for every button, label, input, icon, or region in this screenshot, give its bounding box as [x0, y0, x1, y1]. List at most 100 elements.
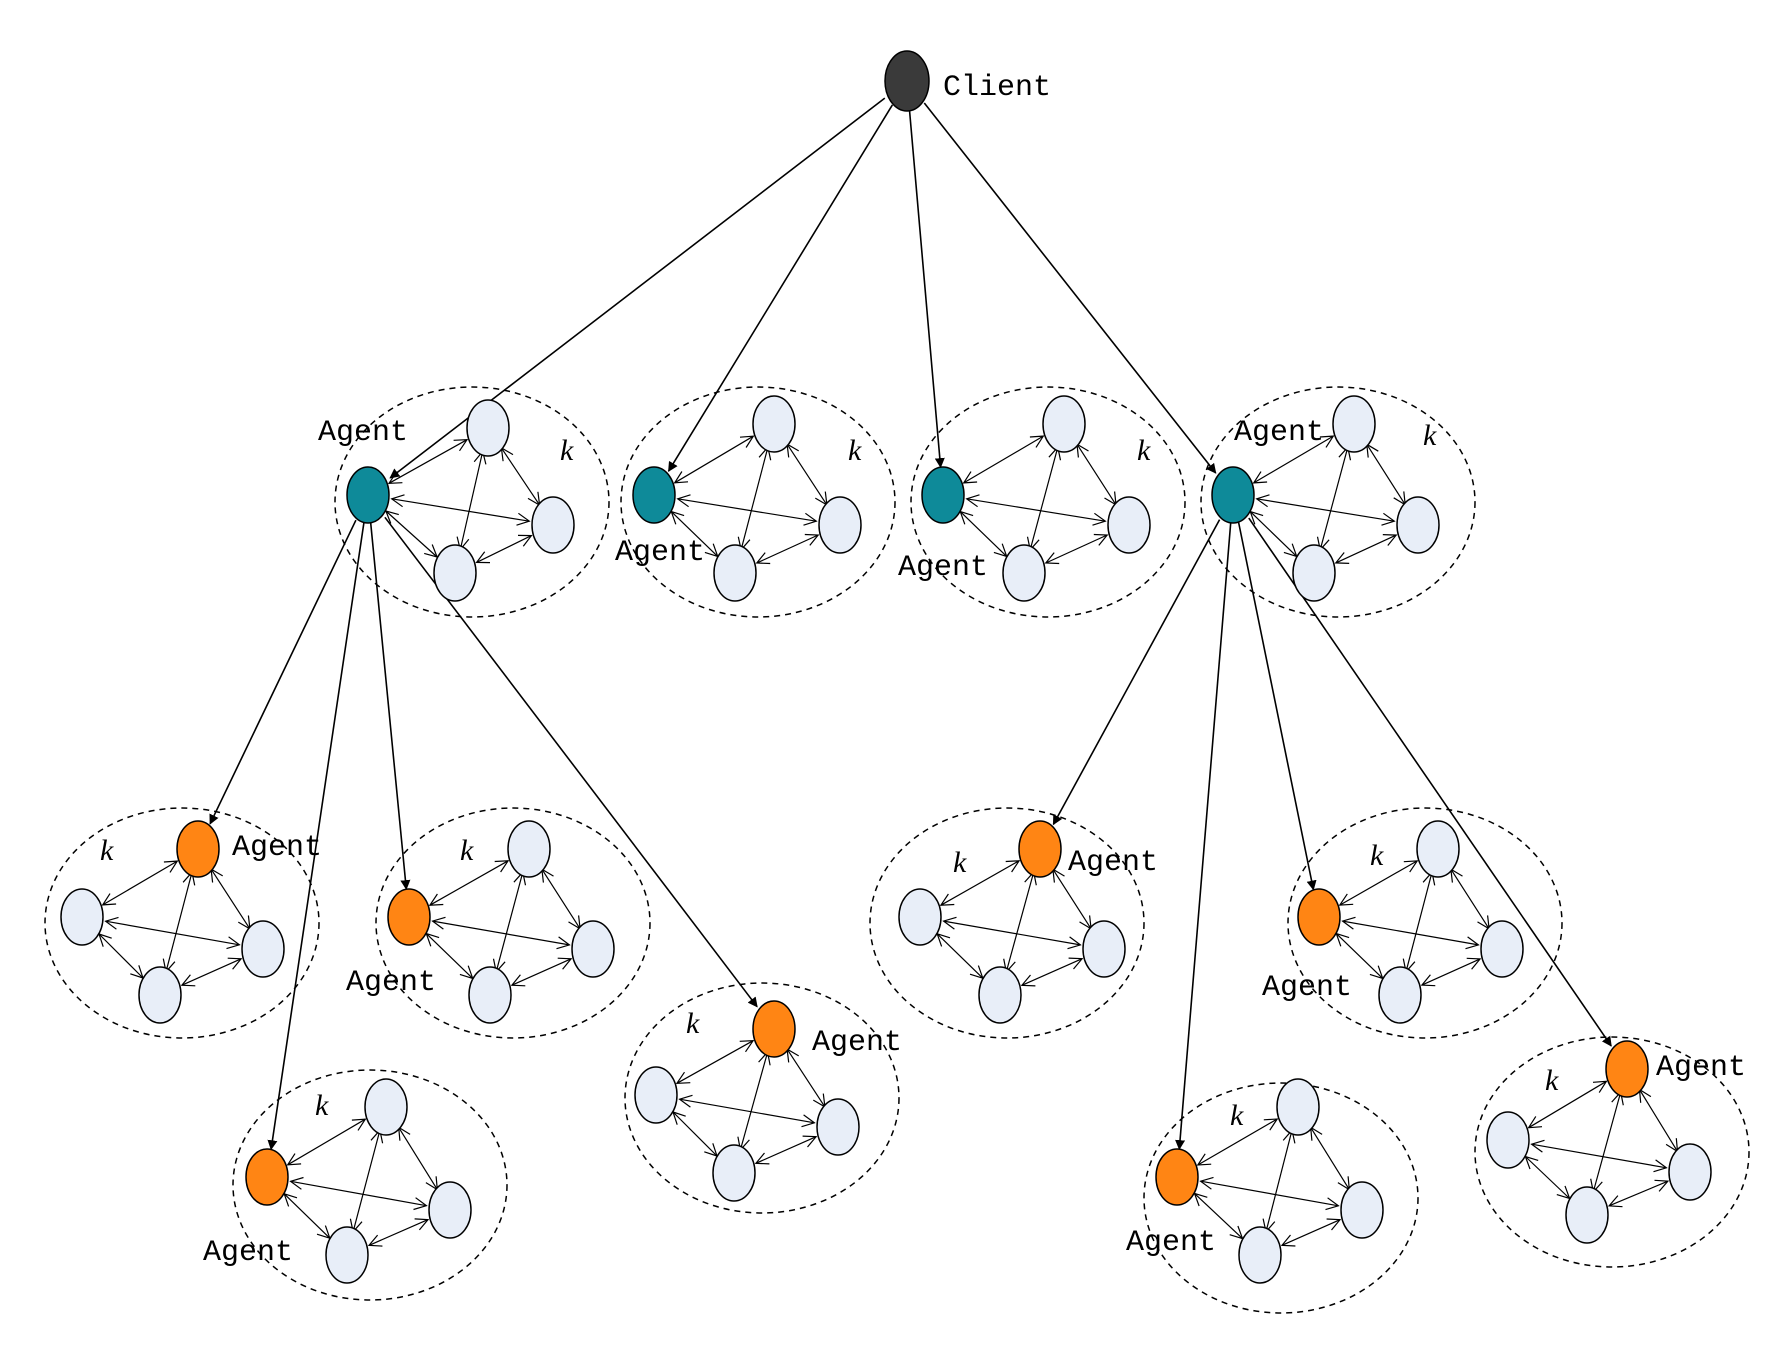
peer-link: [1200, 1180, 1339, 1207]
peer-link-arrowhead: [965, 494, 980, 508]
agent-node: [176, 820, 220, 878]
peer-link: [1366, 443, 1406, 506]
k-label: k: [686, 1007, 700, 1040]
peer-link: [679, 1098, 815, 1124]
k-label: k: [460, 834, 474, 867]
client-label: Client: [943, 71, 1051, 105]
peer-node: [1486, 1111, 1530, 1169]
peer-link: [1256, 498, 1395, 522]
peer-link: [425, 933, 474, 979]
peer-link-arrowhead: [289, 1176, 304, 1190]
peer-link: [786, 443, 828, 506]
peer-link: [1029, 447, 1059, 550]
peer-link-arrowhead: [755, 552, 771, 565]
peer-link: [1249, 511, 1298, 557]
agent-label: Agent: [812, 1026, 902, 1060]
peer-link-arrowhead: [675, 1071, 691, 1084]
peer-node: [325, 1226, 369, 1284]
peer-link: [1528, 1080, 1607, 1129]
peer-link-arrowhead: [387, 471, 403, 484]
peer-link-arrowhead: [101, 893, 117, 906]
peer-link-arrowhead: [1530, 1139, 1545, 1153]
peer-link-arrowhead: [413, 1197, 428, 1211]
peer-link-arrowhead: [1068, 957, 1084, 970]
peer-link-arrowhead: [516, 512, 531, 526]
peer-link-arrowhead: [1466, 957, 1482, 970]
k-label: k: [100, 834, 114, 867]
peer-link: [670, 511, 719, 557]
peer-link-arrowhead: [1263, 1118, 1279, 1131]
peer-link: [1005, 871, 1035, 973]
peer-link-arrowhead: [414, 1218, 430, 1231]
peer-link: [290, 1180, 427, 1207]
peer-link-arrowhead: [1005, 860, 1021, 873]
peer-link-arrowhead: [1338, 893, 1354, 906]
peer-link: [739, 1051, 769, 1151]
peer-link: [1339, 860, 1418, 906]
peer-node: [1668, 1143, 1712, 1201]
peer-link-arrowhead: [226, 936, 241, 950]
peer-node: [138, 966, 182, 1024]
peer-link: [674, 435, 754, 484]
peer-node: [507, 820, 551, 878]
peer-link: [963, 435, 1044, 484]
client-to-agent-edge: [908, 108, 945, 469]
cluster-boundary: [232, 1069, 508, 1301]
agent-to-agent-edge: [1175, 522, 1232, 1151]
agent-node: [1155, 1148, 1199, 1206]
peer-link-arrowhead: [739, 1040, 755, 1053]
k-label: k: [848, 434, 862, 467]
peer-link: [511, 958, 572, 986]
peer-node: [1340, 1181, 1384, 1239]
peer-link-arrowhead: [1341, 916, 1356, 930]
cluster-boundary: [1474, 1036, 1750, 1268]
peer-link-arrowhead: [1067, 936, 1082, 950]
peer-link: [940, 860, 1020, 906]
agent-label: Agent: [615, 536, 705, 570]
agent-label: Agent: [346, 966, 436, 1000]
agent-node: [921, 466, 965, 524]
peer-link-arrowhead: [1654, 1179, 1670, 1192]
peer-link-arrowhead: [1020, 974, 1036, 987]
peer-link: [1592, 1091, 1622, 1193]
peer-link-arrowhead: [351, 1118, 367, 1131]
agent-to-agent-edge: [1052, 519, 1221, 826]
peer-node: [1276, 1078, 1320, 1136]
peer-link: [391, 498, 530, 522]
peer-node: [713, 544, 757, 602]
client-node: [884, 50, 930, 112]
k-label: k: [315, 1089, 329, 1122]
agent-label: Agent: [203, 1236, 293, 1270]
peer-link: [1076, 443, 1117, 506]
peer-link-arrowhead: [475, 551, 491, 564]
peer-link-arrowhead: [1319, 435, 1335, 448]
peer-link-arrowhead: [801, 1114, 816, 1128]
peer-link-arrowhead: [510, 974, 526, 987]
peer-link-arrowhead: [180, 974, 196, 987]
k-label: k: [1230, 1099, 1244, 1132]
cluster-boundary: [375, 807, 651, 1039]
peer-link: [1421, 958, 1481, 986]
agent-to-agent-edge: [1248, 517, 1612, 1047]
peer-link-arrowhead: [673, 471, 689, 484]
peer-node: [1378, 966, 1422, 1024]
peer-link-arrowhead: [1527, 1116, 1543, 1129]
cluster-boundary: [1287, 807, 1563, 1039]
peer-link: [936, 933, 984, 979]
k-label: k: [560, 434, 574, 467]
peer-link: [943, 920, 1081, 946]
peer-link: [1608, 1180, 1669, 1207]
peer-node: [898, 888, 942, 946]
peer-link: [283, 1193, 331, 1239]
client-to-agent-edge: [923, 102, 1217, 474]
peer-link-arrowhead: [939, 893, 955, 906]
peer-link-arrowhead: [1199, 1176, 1214, 1190]
peer-node: [468, 966, 512, 1024]
peer-node: [428, 1181, 472, 1239]
peer-link-arrowhead: [453, 439, 469, 452]
agent-label: Agent: [1262, 971, 1352, 1005]
